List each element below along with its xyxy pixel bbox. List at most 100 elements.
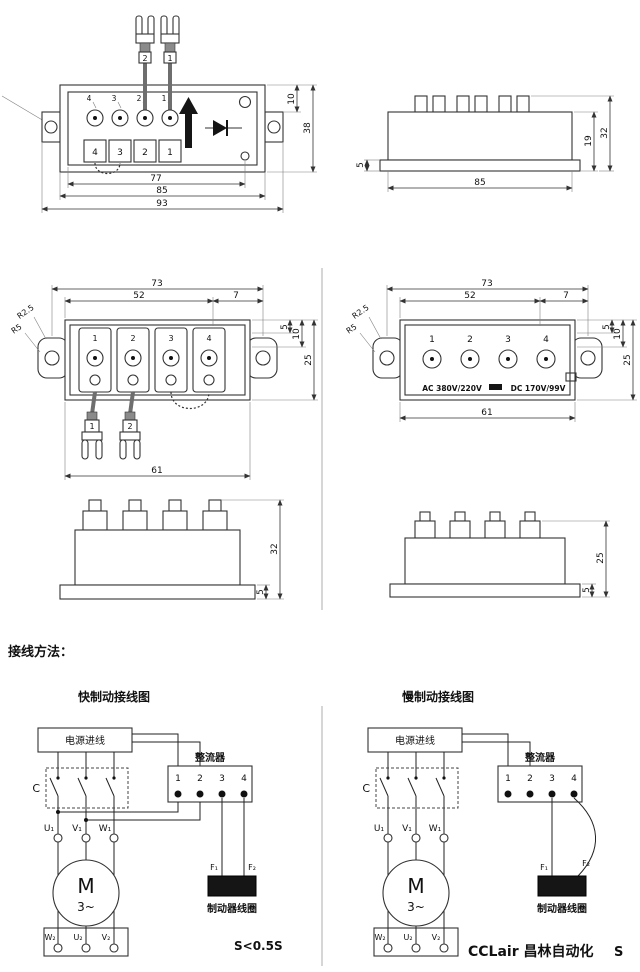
power-in-label: 电源进线 [395,734,435,747]
dim-61: 61 [151,466,162,476]
rectifier-label: 整流器 [524,751,556,764]
fast-brake-title: 快制动接线图 [78,689,150,704]
tag-number: 1 [162,94,167,103]
brake-coil-box [537,875,587,897]
rectifier-terminal: 2 [527,774,533,784]
dim-5: 5 [602,324,612,330]
brake-terminal: F₂ [248,863,256,872]
contactor-box [45,767,129,809]
slow-brake-title: 慢制动接线图 [402,689,474,704]
dimensions: 5 32 [222,499,284,600]
dim-77: 77 [150,174,161,184]
component-box-icon [565,372,577,382]
corner-hole-bottom [240,151,250,161]
dim-73: 73 [151,279,162,289]
motor-label: M [77,874,94,898]
dim-52: 52 [133,291,144,301]
stator-terminal-label: W₁ [429,824,442,834]
jumper-arc [170,391,210,410]
view-side-right: 5 25 [389,511,610,598]
terminal-number: 4 [543,335,549,345]
power-in-box [37,727,133,753]
dim-10: 10 [292,328,302,340]
fork-label: 1 [167,54,172,63]
stator-terminal-label: V₂ [102,933,111,942]
stator-terminal-label: U₁ [44,824,55,834]
dim-5: 5 [256,589,266,595]
slot-number: 4 [92,148,98,158]
terminal-number: 1 [429,335,435,345]
fork-terminal-down: 2 [119,391,141,460]
terminal-number: 3 [168,334,173,343]
rectifier-terminal: 1 [505,774,511,784]
tag-number: 2 [137,94,142,103]
dim-61: 61 [481,408,492,418]
device-body-side [387,111,573,161]
dim-85: 85 [474,178,485,188]
coil-loop-wire [573,797,597,877]
slot-number: 1 [167,148,173,158]
dimensions: 73 52 7 5 10 25 61 [386,279,637,422]
dim-32: 32 [270,543,280,554]
ac-rating-label: AC 380V/220V [422,384,482,393]
rectifier-terminal: 1 [175,774,181,784]
brake-coil-label: 制动器线圈 [207,902,257,915]
fork-terminal-down: 1 [81,391,103,460]
leader-line [1,95,45,122]
view-top-side: 85 5 19 32 [356,95,614,192]
base-flange [59,584,256,600]
brake-coil-box [207,875,257,897]
rectifier-terminal: 3 [219,774,225,784]
power-in-label: 电源进线 [65,734,105,747]
dim-19: 19 [584,135,594,147]
contactor-label: C [362,782,370,795]
dim-52: 52 [464,291,475,301]
corner-hole-top [238,95,252,109]
stator-terminal-label: W₂ [44,933,55,942]
dim-5: 5 [356,162,366,168]
brake-terminal: F₁ [540,863,548,872]
dimensions: 5 25 [542,520,610,598]
fork-label: 1 [89,422,94,431]
device-body-side [74,529,241,586]
mount-hole-left [44,120,58,134]
dim-7: 7 [563,291,569,301]
rectifier-terminal: 3 [549,774,555,784]
component-icon [489,384,502,390]
wiring-heading: 接线方法： [8,644,73,660]
view-side-left: 5 32 [59,499,284,600]
terminal-number: 3 [505,335,511,345]
terminal-number: 1 [92,334,97,343]
rectifier-box [167,765,253,803]
view-mid-front-right: R2.5 R5 1 2 3 4 AC 380V/220V DC 170V/99V… [345,279,637,422]
mount-hole-left [379,350,395,366]
motor-label: M [407,874,424,898]
dim-25: 25 [623,354,633,365]
mount-hole-right [267,120,281,134]
tag-number: 3 [112,94,117,103]
slot-number: 3 [117,148,123,158]
fork-label: 2 [142,54,147,63]
radius-label: R2.5 [15,303,35,321]
radius-label: R5 [345,322,359,335]
dim-93: 93 [156,199,167,209]
dim-5: 5 [582,587,592,593]
fork-terminal-up: 2 [135,15,155,116]
stator-terminal-label: V₁ [72,824,82,834]
motor-circle [52,859,120,927]
brake-coil-label: 制动器线圈 [537,902,587,915]
motor-circle [382,859,450,927]
dim-32: 32 [600,127,610,138]
terminal-number: 2 [467,335,473,345]
tag-number: 4 [87,94,92,103]
slow-brake-diagram: 电源进线 C 整流器 1 2 3 4 F₁ F₂ 制动器线圈 U₁ V₁ W₁ … [362,727,623,960]
base-flange [389,583,581,598]
device-inner [67,91,258,166]
stator-terminal-label: W₁ [99,824,112,834]
stator-terminal-label: V₁ [402,824,412,834]
dimensions: 73 52 7 5 10 25 61 [51,279,318,480]
fork-terminal-up: 1 [160,15,180,116]
radius-label: R2.5 [350,303,370,321]
view-mid-front-left: R2.5 R5 1 2 3 4 1 2 [10,279,318,480]
